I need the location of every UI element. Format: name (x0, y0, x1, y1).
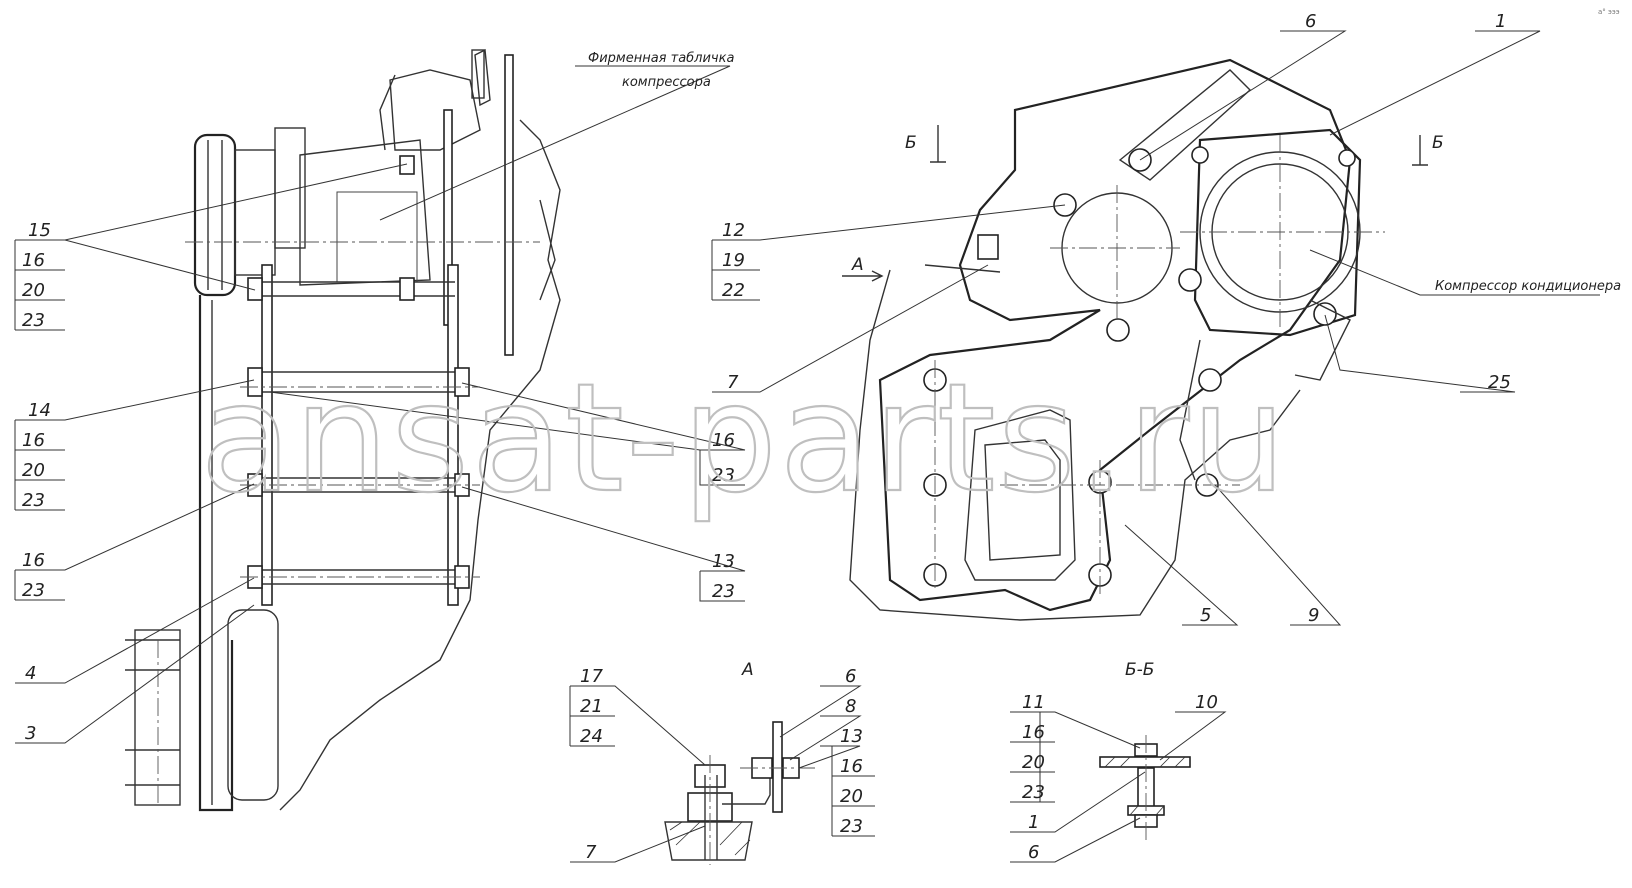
callout-6-a: 6 (845, 666, 856, 687)
callout-20-b: 20 (22, 460, 45, 481)
callout-23-c: 23 (22, 580, 45, 601)
callout-16-b: 16 (22, 430, 45, 451)
section-b-left-mark: Б (905, 133, 917, 153)
callout-19: 19 (722, 250, 745, 271)
nameplate-label-line1: Фирменная табличка (588, 51, 734, 66)
callout-9: 9 (1308, 605, 1319, 626)
callout-3: 3 (25, 723, 36, 744)
callout-23-b: 23 (22, 490, 45, 511)
nameplate (336, 191, 418, 283)
callout-16-a: 16 (22, 250, 45, 271)
callout-23-r2: 23 (712, 581, 735, 602)
callout-1-b: 1 (1028, 812, 1039, 833)
callout-12: 12 (722, 220, 745, 241)
callout-15: 15 (28, 220, 51, 241)
leader-lines (14, 30, 1600, 863)
detail-a (664, 721, 815, 865)
corner-mark: а° эээ (1598, 8, 1620, 16)
callout-13-r: 13 (712, 551, 735, 572)
callout-17: 17 (580, 666, 603, 687)
callout-10: 10 (1195, 692, 1218, 713)
callout-21: 21 (580, 696, 603, 717)
callout-23-e: 23 (1022, 782, 1045, 803)
callout-16-c: 16 (22, 550, 45, 571)
section-bb-title: Б-Б (1125, 660, 1154, 680)
front-view (842, 58, 1428, 621)
text-labels: Фирменная табличка компрессора Компрессо… (22, 8, 1621, 863)
callout-20-e: 20 (1022, 752, 1045, 773)
callout-23-a: 23 (22, 310, 45, 331)
callout-20-d: 20 (840, 786, 863, 807)
nameplate-label-line2: компрессора (622, 75, 711, 90)
callout-16-r: 16 (712, 430, 735, 451)
callout-22: 22 (722, 280, 745, 301)
view-a-title: А (741, 660, 754, 680)
callout-1: 1 (1495, 11, 1506, 32)
callout-7-main: 7 (727, 372, 739, 393)
view-a-arrow-label: А (851, 255, 864, 275)
callout-7-a: 7 (585, 842, 597, 863)
callout-8: 8 (845, 696, 856, 717)
callout-20-a: 20 (22, 280, 45, 301)
watermark: ansat-parts.ru (200, 352, 1288, 526)
callout-24: 24 (580, 726, 603, 747)
callout-23-d: 23 (840, 816, 863, 837)
section-b-right-mark: Б (1432, 133, 1444, 153)
section-bb (1099, 735, 1191, 840)
callout-23-r1: 23 (712, 465, 735, 486)
callout-16-e: 16 (1022, 722, 1045, 743)
callout-5: 5 (1200, 605, 1211, 626)
callout-6-top: 6 (1305, 11, 1316, 32)
callout-14: 14 (28, 400, 51, 421)
compressor-label: Компрессор кондиционера (1435, 279, 1621, 294)
callout-11: 11 (1022, 692, 1045, 713)
callout-13-a: 13 (840, 726, 863, 747)
callout-25: 25 (1488, 372, 1511, 393)
side-view (125, 48, 561, 812)
callout-4: 4 (25, 663, 36, 684)
callout-6-b: 6 (1028, 842, 1039, 863)
callout-16-d: 16 (840, 756, 863, 777)
